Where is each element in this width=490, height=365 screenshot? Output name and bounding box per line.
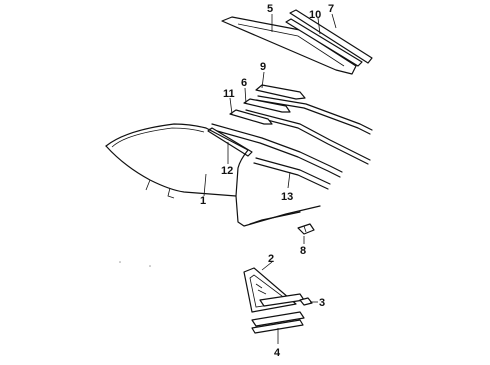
- moulding-strip-6: [243, 98, 371, 165]
- callout-10: 10: [309, 9, 321, 21]
- windshield-glass: [105, 123, 321, 227]
- callout-8: 8: [300, 245, 306, 257]
- callout-5: 5: [267, 3, 273, 15]
- quarter-moulding-4: [251, 311, 305, 334]
- callout-11: 11: [223, 88, 235, 100]
- callout-1: 1: [200, 195, 206, 207]
- callout-3: 3: [319, 297, 325, 309]
- upper-moulding-strip-inner: [285, 18, 363, 67]
- callout-6: 6: [241, 77, 247, 89]
- back-glass-panel: [221, 16, 357, 75]
- upper-moulding-strip-outer: [289, 9, 373, 64]
- moulding-strip-11: [209, 109, 343, 178]
- quarter-moulding-3: [259, 293, 313, 307]
- callout-4: 4: [274, 347, 281, 359]
- callout-12: 12: [221, 165, 233, 177]
- moulding-strip-9: [255, 84, 373, 135]
- callout-labels: 1 2 3 4 5 6 7 8 9 10 11 12 13: [200, 3, 334, 359]
- lower-moulding-13: [253, 157, 331, 190]
- callout-13: 13: [281, 191, 293, 203]
- callout-7: 7: [328, 3, 334, 15]
- leader-lines: [203, 13, 337, 344]
- clip-8: [297, 223, 315, 235]
- callout-9: 9: [260, 61, 266, 73]
- callout-2: 2: [268, 253, 274, 265]
